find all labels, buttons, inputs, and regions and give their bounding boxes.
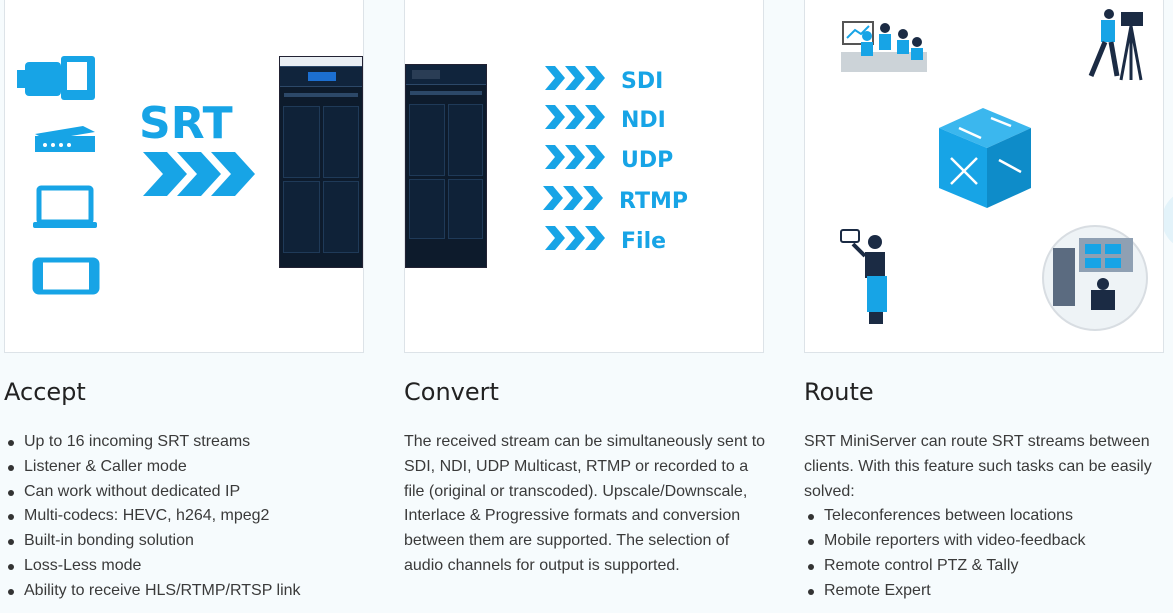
output-label-sdi: SDI — [621, 69, 663, 94]
list-item: Can work without dedicated IP — [4, 480, 364, 505]
output-label-ndi: NDI — [621, 108, 666, 133]
list-item: Teleconferences between locations — [804, 504, 1166, 529]
smartphone-icon — [32, 257, 100, 295]
convert-text: The received stream can be simultaneousl… — [404, 433, 766, 574]
route-graphic-card — [804, 0, 1164, 353]
laptop-icon — [33, 185, 97, 228]
accept-title: Accept — [4, 378, 86, 406]
output-arrows-icon — [543, 66, 605, 250]
route-description: SRT MiniServer can route SRT streams bet… — [804, 430, 1166, 604]
output-label-udp: UDP — [621, 148, 673, 173]
control-room-icon — [1042, 225, 1148, 331]
convert-graphic-card: SDI NDI UDP RTMP File — [404, 0, 764, 353]
output-label-rtmp: RTMP — [619, 189, 688, 214]
encoder-box-icon — [35, 126, 95, 152]
list-item: Remote control PTZ & Tally — [804, 554, 1166, 579]
srt-output-panel-screenshot — [405, 64, 487, 268]
list-item: Listener & Caller mode — [4, 455, 364, 480]
convert-title: Convert — [404, 378, 499, 406]
camera-operator-icon — [1088, 9, 1143, 81]
list-item: Up to 16 incoming SRT streams — [4, 430, 364, 455]
accept-feature-list: Up to 16 incoming SRT streams Listener &… — [4, 430, 364, 604]
mobile-reporter-icon — [840, 229, 887, 324]
accept-graphic-card: SRT — [4, 0, 364, 353]
srt-label: SRT — [139, 98, 233, 149]
list-item: Multi-codecs: HEVC, h264, mpeg2 — [4, 504, 364, 529]
list-item: Loss-Less mode — [4, 554, 364, 579]
chevron-arrows-icon — [143, 152, 255, 196]
list-item: Ability to receive HLS/RTMP/RTSP link — [4, 579, 364, 604]
background-circle — [1162, 190, 1173, 250]
route-title: Route — [804, 378, 874, 406]
network-switch-icon — [939, 108, 1031, 208]
convert-description: The received stream can be simultaneousl… — [404, 430, 768, 579]
route-intro: SRT MiniServer can route SRT streams bet… — [804, 433, 1152, 500]
video-camera-icon — [17, 56, 95, 100]
list-item: Built-in bonding solution — [4, 529, 364, 554]
conference-icon — [841, 21, 927, 72]
list-item: Mobile reporters with video-feedback — [804, 529, 1166, 554]
srt-server-panel-screenshot — [279, 56, 363, 268]
output-label-file: File — [621, 229, 666, 254]
list-item: Remote Expert — [804, 579, 1166, 604]
